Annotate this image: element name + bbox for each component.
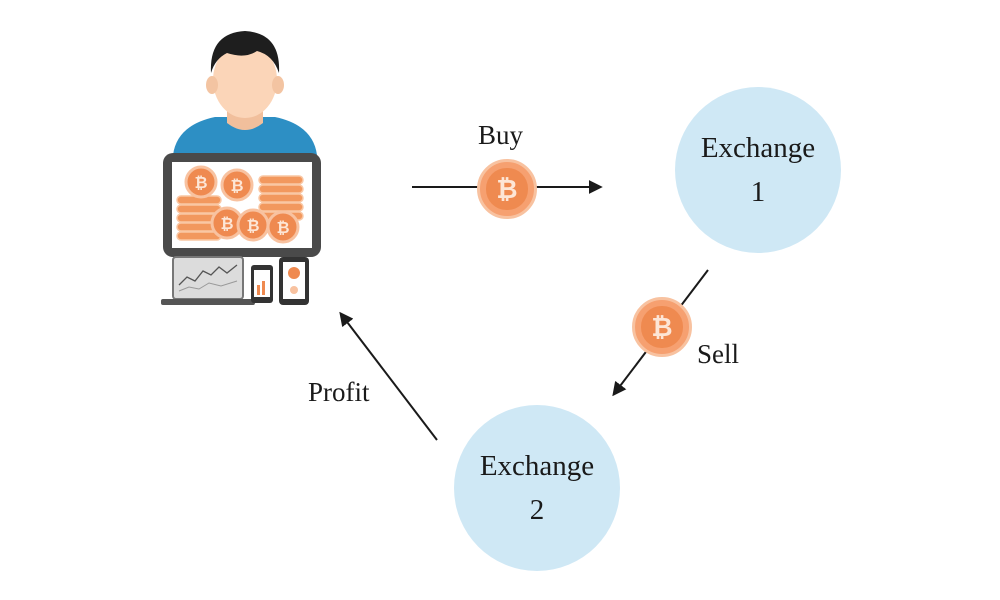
svg-text:₿: ₿ [230, 176, 243, 195]
exchange-1-number: 1 [750, 176, 766, 208]
coin-symbol: ₿ [486, 168, 528, 210]
exchange-1-node: Exchange 1 [675, 87, 841, 253]
svg-text:₿: ₿ [276, 218, 289, 237]
exchange-2-node: Exchange 2 [454, 405, 620, 571]
exchange-2-number: 2 [529, 494, 545, 526]
svg-text:₿: ₿ [246, 216, 259, 235]
coin-symbol: ₿ [641, 306, 683, 348]
profit-label: Profit [308, 377, 370, 407]
profit-arrow [339, 311, 438, 441]
sell-coin-icon: ₿ [632, 297, 692, 357]
trader-with-monitor-icon: ₿ ₿ ₿ ₿ ₿ [161, 31, 321, 305]
svg-text:₿: ₿ [220, 214, 233, 233]
sell-label: Sell [697, 339, 740, 369]
buy-coin-icon: ₿ [477, 159, 537, 219]
exchange-1-label: Exchange [700, 132, 816, 164]
exchange-2-label: Exchange [479, 450, 595, 482]
svg-text:₿: ₿ [194, 173, 207, 192]
buy-label: Buy [478, 120, 524, 150]
